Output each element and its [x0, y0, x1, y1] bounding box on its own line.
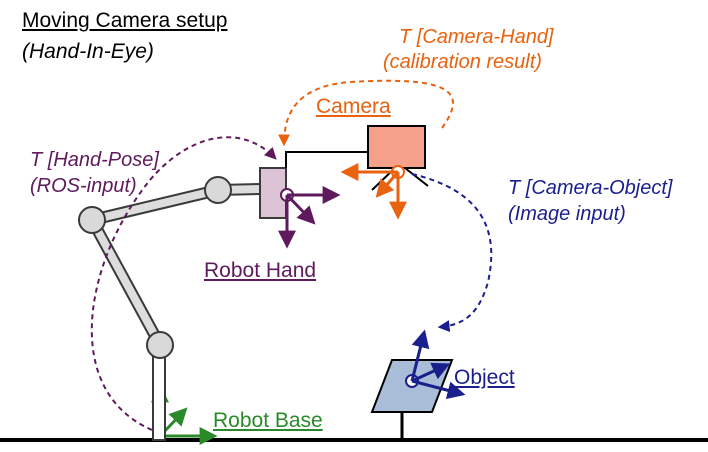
- hand-pose-transform-arrow: [90, 136, 277, 431]
- hand-pose-transform-label: T [Hand-Pose]: [30, 149, 159, 171]
- camera-body: [367, 125, 426, 169]
- camera-mount: [285, 151, 370, 168]
- object-label: Object: [454, 366, 515, 389]
- diagram-title: Moving Camera setup: [22, 9, 228, 32]
- robot-arm: [78, 176, 263, 441]
- robot-hand-frame: [278, 186, 341, 249]
- arm-joint: [78, 206, 106, 234]
- diagram-subtitle: (Hand-In-Eye): [22, 40, 154, 63]
- object-frame: [405, 329, 466, 400]
- camera-object-transform-note: (Image input): [508, 203, 626, 225]
- robot-hand-label: Robot Hand: [204, 259, 317, 282]
- hand-pose-transform-note: (ROS-input): [30, 175, 137, 197]
- robot-base-label: Robot Base: [213, 409, 323, 432]
- camera-object-transform-label: T [Camera-Object]: [508, 177, 673, 199]
- camera-hand-transform-note: (calibration result): [383, 51, 542, 73]
- camera-object-transform-arrow: [411, 173, 493, 333]
- arm-joint: [146, 331, 174, 359]
- camera-hand-transform-label: T [Camera-Hand]: [399, 26, 554, 48]
- camera-label: Camera: [316, 95, 391, 118]
- camera-hand-transform-arrow: [278, 79, 454, 147]
- arm-joint: [204, 176, 232, 204]
- camera-frame: [340, 163, 407, 220]
- robot-base-frame: [151, 384, 218, 445]
